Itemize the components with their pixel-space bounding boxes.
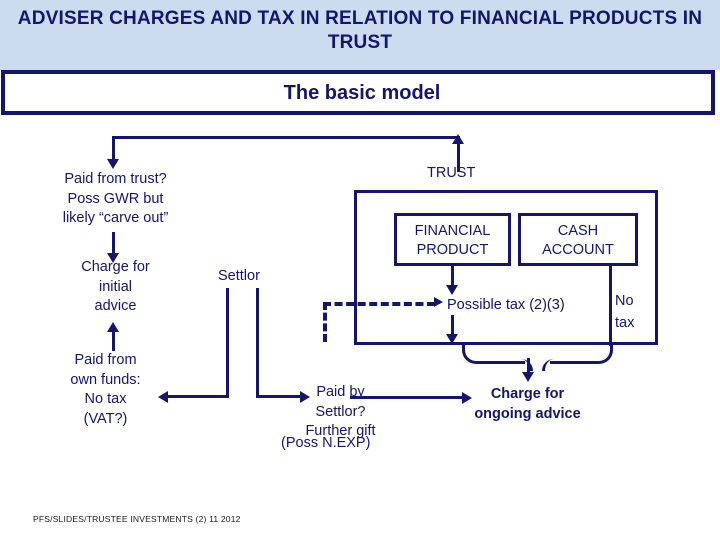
page-title: ADVISER CHARGES AND TAX IN RELATION TO F… (17, 8, 703, 53)
arrow-right-to-paid-by-settlor (300, 391, 310, 403)
label-paid-by-settlor: Paid by Settlor? Further gift (305, 384, 376, 439)
label-no-tax: No tax (615, 293, 635, 331)
label-paid-from-own-funds: Paid from own funds: No tax (VAT?) (70, 352, 141, 427)
arrow-right-to-charge-ongoing (462, 392, 472, 404)
connector-brace-to-charge-ongoing (527, 358, 530, 376)
subtitle-text: The basic model (283, 82, 441, 104)
connector-settlor-to-paid-by-settlor (256, 395, 302, 398)
connector-trust-to-paid-rail (112, 136, 460, 139)
label-settlor: Settlor (218, 268, 260, 284)
box-cash-account: CASH ACCOUNT (518, 213, 638, 266)
brace-ongoing (462, 345, 613, 371)
arrow-down-to-possible-tax (446, 285, 458, 295)
label-possible-tax: Possible tax (2)(3) (447, 297, 565, 313)
connector-product-to-possible-tax (451, 266, 454, 288)
connector-ownfunds-to-charge-initial (112, 330, 115, 351)
connector-settlor-to-ongoing (350, 396, 464, 399)
arrow-down-to-paid-from-trust (107, 159, 119, 169)
label-charge-for-initial-advice: Charge for initial advice (81, 259, 150, 314)
subtitle-box: The basic model (1, 70, 715, 115)
box-financial-product: FINANCIAL PRODUCT (394, 213, 511, 266)
connector-trust-to-paid-right-leg (457, 144, 460, 172)
connector-settlor-to-own-funds (168, 395, 229, 398)
label-paid-from-trust: Paid from trust? Poss GWR but likely “ca… (62, 171, 169, 226)
label-trust: TRUST (427, 165, 476, 181)
arrow-down-to-charge-ongoing (522, 372, 534, 382)
box-financial-product-label: FINANCIAL PRODUCT (414, 223, 491, 258)
box-trust-container (354, 190, 658, 345)
arrow-up-to-charge-initial (107, 322, 119, 332)
footer-text: PFS/SLIDES/TRUSTEE INVESTMENTS (2) 11 20… (33, 514, 241, 524)
dashed-connector-horizontal (323, 302, 435, 306)
connector-trust-to-paid-left-leg (112, 136, 115, 162)
arrow-left-to-own-funds (158, 391, 168, 403)
connector-cash-account-to-brace (609, 266, 612, 346)
dashed-connector-vertical (323, 302, 327, 342)
arrow-right-dashed-to-possible-tax (434, 297, 443, 307)
box-cash-account-label: CASH ACCOUNT (542, 223, 614, 258)
connector-settlor-left-leg (226, 288, 229, 398)
connector-possible-tax-to-brace (451, 315, 454, 339)
label-poss-nexp: (Poss N.EXP) (281, 435, 371, 451)
label-charge-for-ongoing-advice: Charge for ongoing advice (474, 386, 581, 422)
arrow-up-to-rail (452, 134, 464, 144)
arrow-down-to-charge-initial (107, 253, 119, 263)
connector-settlor-right-leg (256, 288, 259, 398)
arrow-down-to-brace-left (446, 334, 458, 344)
connector-paid-to-charge-initial (112, 232, 115, 256)
header-band (0, 0, 720, 70)
